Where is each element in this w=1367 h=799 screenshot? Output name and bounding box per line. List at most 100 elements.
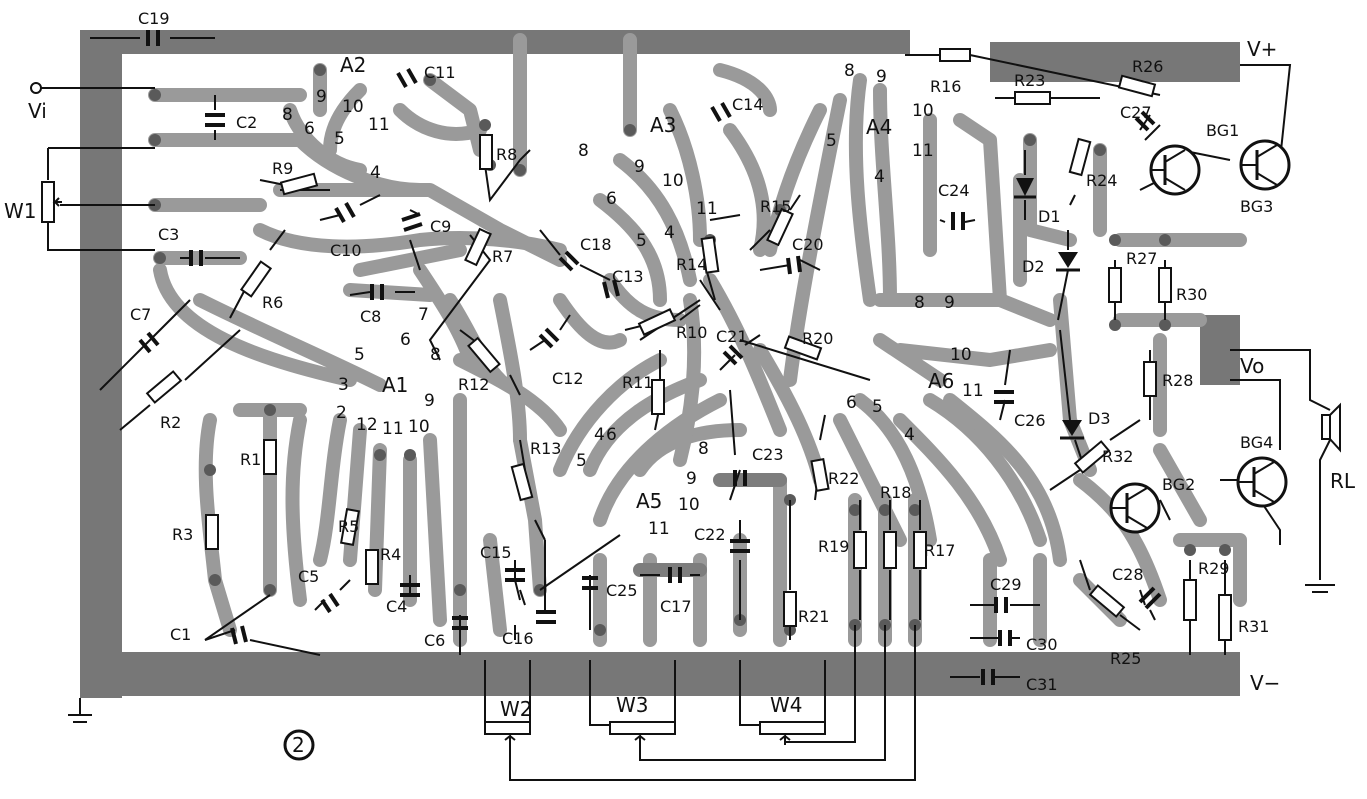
resistor-r10-body [637,308,677,336]
ic-a6-label: A6 [928,369,954,393]
resistor-r15-body [766,207,794,247]
c9-label: C9 [430,217,451,236]
r3-label: R3 [172,525,193,544]
r14-label: R14 [676,255,707,274]
c25-label: C25 [606,581,638,600]
a2-pin: 11 [368,115,390,135]
a2-pin: 4 [370,163,381,183]
capacitor-labels: C1 C2 C3 C4 C5 C6 C7 C8 C9 C10 C11 C12 C… [130,9,1152,694]
a6-pin: 6 [846,393,857,413]
w4-label: W4 [770,693,803,717]
a1-pin: 9 [424,391,435,411]
ic-a2-label: A2 [340,53,366,77]
bottom-negative-rail [80,652,1240,696]
a1-pin: 5 [354,345,365,365]
resistor-r23-body [1014,91,1051,105]
pot-w2-body [484,721,531,735]
capacitor-c9-plates [401,212,423,232]
capacitor-c15-plates [505,568,525,582]
resistor-r32-body [1073,440,1111,474]
resistor-r29-body [1183,579,1197,621]
transistor-bg4-symbol [1236,456,1288,508]
w2-label: W2 [500,697,533,721]
power-rails [80,30,1240,698]
ic-a6-pin-labels: 4 5 6 8 9 10 11 [846,293,984,445]
d2-label: D2 [1022,257,1045,276]
a3-pin: 8 [578,141,589,161]
r16-label: R16 [930,77,961,96]
ic-a3-label: A3 [650,113,676,137]
capacitor-c11-plates [396,68,418,88]
resistor-r9-body [279,172,319,196]
c6-label: C6 [424,631,445,650]
resistor-r19-body [853,531,867,569]
r30-label: R30 [1176,285,1207,304]
w3-label: W3 [616,693,649,717]
c24-label: C24 [938,181,970,200]
ic-a1-label: A1 [382,373,408,397]
ic-a2-pin-labels: 4 5 6 8 9 10 11 [282,87,390,183]
a1-pin: 6 [400,330,411,350]
r22-label: R22 [828,469,859,488]
ic-a4-label: A4 [866,115,892,139]
resistor-bodies [41,48,1232,641]
diode-symbols [1014,178,1084,440]
a5-pin: 4 [594,425,605,445]
c20-label: C20 [792,235,824,254]
r6-label: R6 [262,293,283,312]
c5-label: C5 [298,567,319,586]
a5-pin: 10 [678,495,700,515]
r18-label: R18 [880,483,911,502]
r12-label: R12 [458,375,489,394]
d3-label: D3 [1088,409,1111,428]
c30-label: C30 [1026,635,1058,654]
c7-label: C7 [130,305,151,324]
resistor-r22-body [810,458,830,492]
c15-label: C15 [480,543,512,562]
ic-labels: A1 A2 A3 A4 A5 A6 [340,53,954,513]
resistor-r26-body [1117,74,1157,98]
r13-label: R13 [530,439,561,458]
capacitor-c20-plates [786,255,802,275]
transistor-bg3-symbol [1239,139,1291,191]
a3-pin: 4 [664,223,675,243]
c3-label: C3 [158,225,179,244]
a5-pin: 5 [576,451,587,471]
transistor-symbols [1109,139,1291,534]
top-ground-rail [80,30,910,54]
capacitor-c27-plates [1134,110,1156,132]
capacitor-c4-plates [400,583,420,597]
capacitor-c19-plates [146,30,160,46]
a5-pin: 9 [686,469,697,489]
c29-label: C29 [990,575,1022,594]
c31-label: C31 [1026,675,1058,694]
diode-d3-symbol [1060,420,1084,440]
pot-w3-body [609,721,676,735]
capacitor-c17-plates [668,567,682,583]
capacitor-c22-plates [730,539,750,553]
resistor-labels: R1 R2 R3 R4 R5 R6 R7 R8 R9 R10 R11 R12 R… [160,57,1269,668]
vi-label: Vi [28,99,47,123]
a3-pin: 10 [662,171,684,191]
resistor-r24-body [1068,137,1092,177]
a1-pin: 10 [408,417,430,437]
resistor-r13-body [510,462,534,502]
capacitor-c12-plates [538,327,560,349]
a4-pin: 11 [912,141,934,161]
capacitor-c21-plates [722,344,744,366]
a6-pin: 10 [950,345,972,365]
c16-label: C16 [502,629,534,648]
a3-pin: 5 [636,231,647,251]
c13-label: C13 [612,267,644,286]
figure-number: 2 [292,733,305,757]
c27-label: C27 [1120,103,1152,122]
c4-label: C4 [386,597,407,616]
vo-label: Vo [1240,354,1264,378]
r15-label: R15 [760,197,791,216]
capacitor-c8-plates [370,284,384,300]
c26-label: C26 [1014,411,1046,430]
capacitor-c25-plates [582,576,598,590]
resistor-r17-body [913,531,927,569]
a6-pin: 8 [914,293,925,313]
